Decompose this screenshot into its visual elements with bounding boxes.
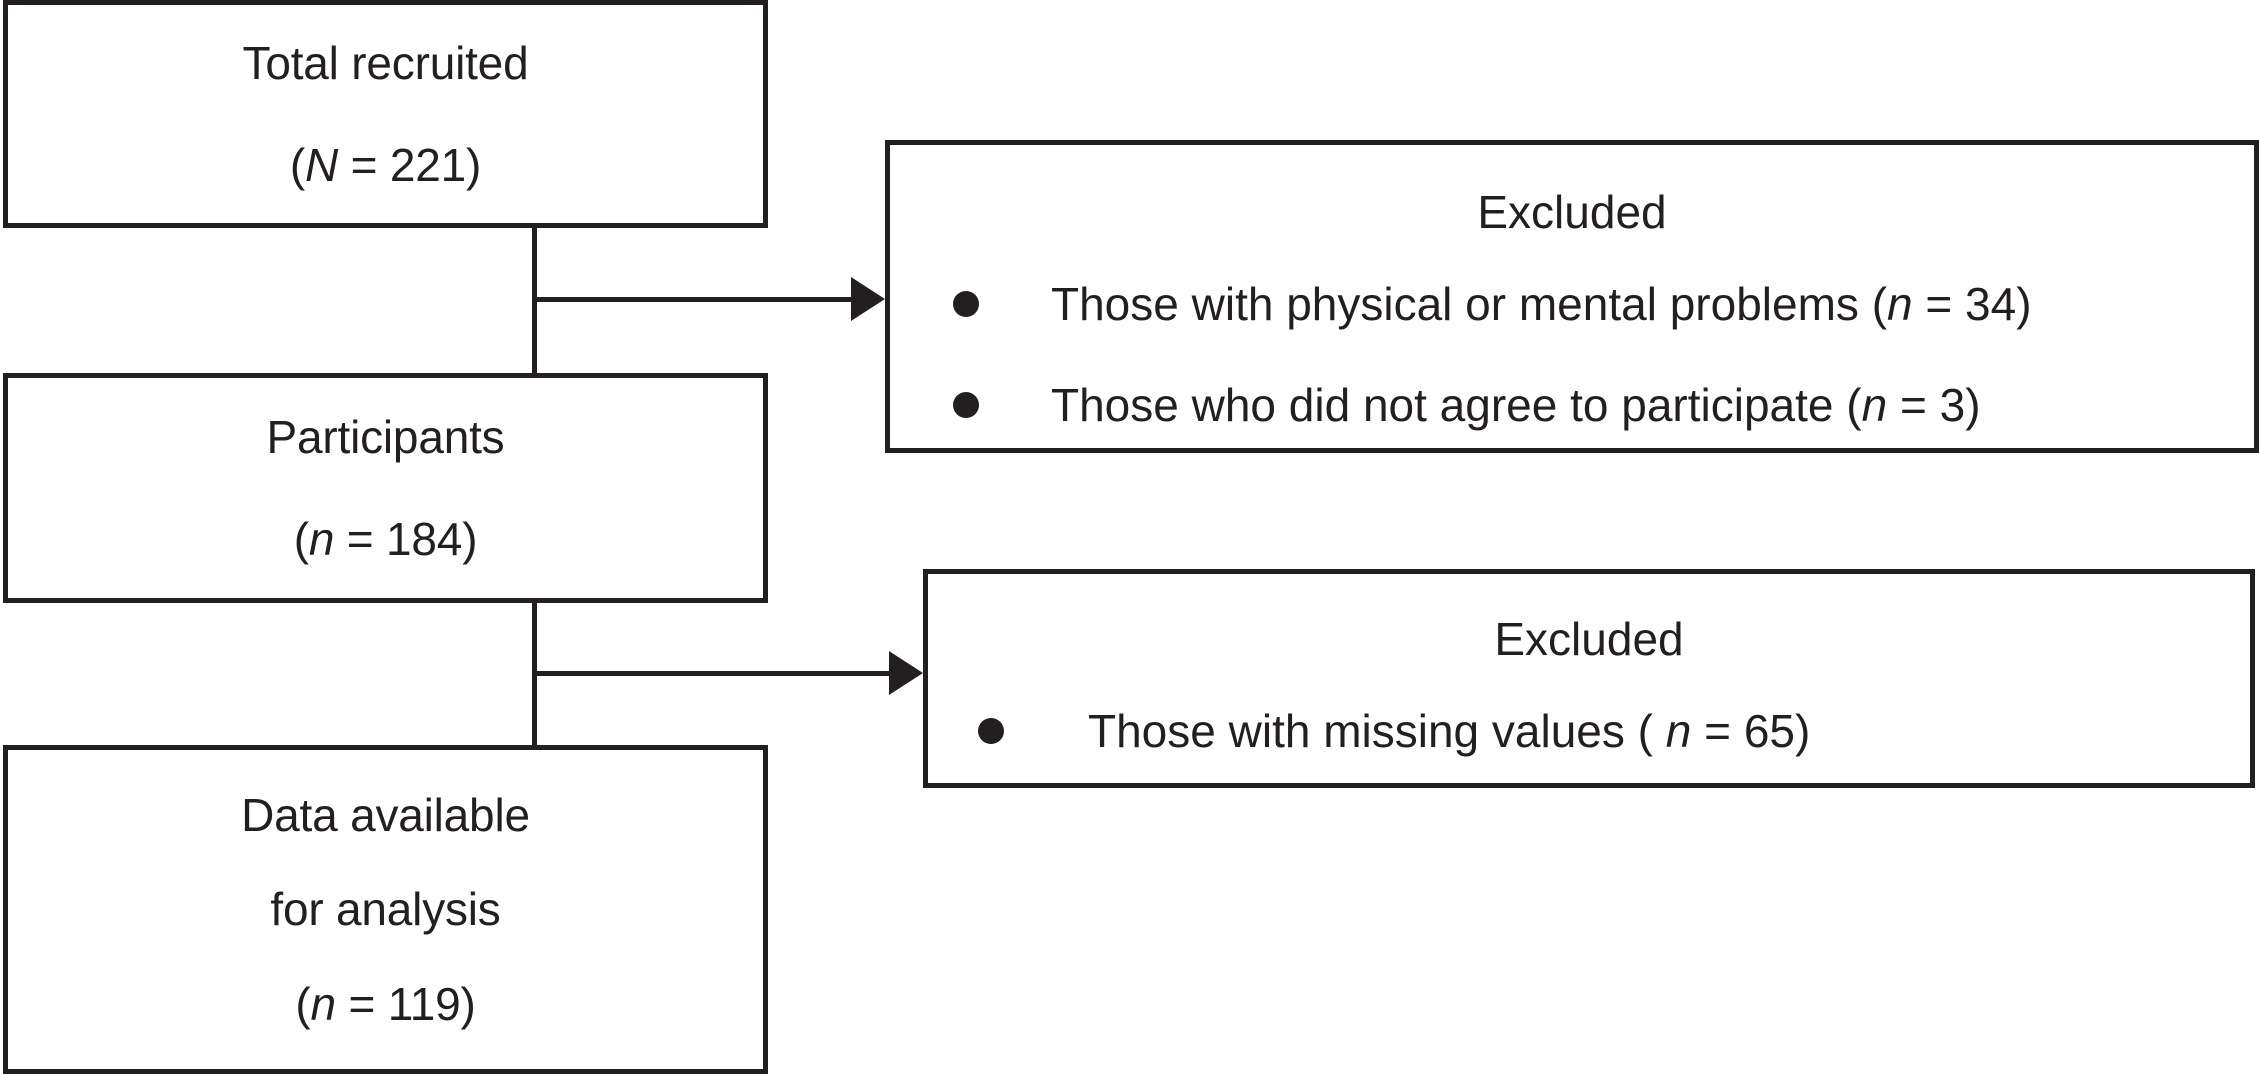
paren-close: ) (460, 977, 476, 1030)
paren-close: ) (462, 513, 478, 565)
node-excluded-1: Excluded Those with physical or mental p… (885, 140, 2259, 453)
excluded-1-item-1-text: Those who did not agree to participate (… (1051, 378, 1981, 432)
stat-symbol: N (304, 139, 339, 191)
equals-sign: = (334, 513, 387, 565)
excluded-1-item-1: Those who did not agree to participate (… (953, 378, 1981, 432)
excluded-2-item-0: Those with missing values ( n = 65) (978, 704, 1810, 758)
connector-arrowhead-2 (889, 651, 923, 695)
bullet-icon (953, 392, 979, 418)
equals-sign: = (335, 977, 388, 1030)
node-excluded-2: Excluded Those with missing values ( n =… (923, 569, 2255, 788)
equals-sign: = (1887, 379, 1940, 431)
count-value: 221 (389, 139, 466, 191)
count-value: 184 (386, 513, 463, 565)
stat-symbol: n (1887, 278, 1913, 330)
bullet-icon (978, 718, 1004, 744)
stat-symbol: n (310, 977, 337, 1030)
connector-arrowhead-1 (851, 277, 885, 321)
node-total-recruited: Total recruited (N = 221) (3, 0, 768, 228)
item-text: Those who did not agree to participate (1051, 379, 1847, 431)
excluded-2-title: Excluded (1494, 613, 1684, 665)
bullet-icon (953, 291, 979, 317)
paren-close: ) (1794, 705, 1811, 757)
paren-open: ( (1846, 379, 1862, 431)
node-participants-label: Participants (266, 410, 505, 463)
excluded-1-item-0: Those with physical or mental problems (… (953, 277, 2032, 331)
paren-close: ) (1965, 379, 1981, 431)
node-data-available-count: (n = 119) (295, 977, 476, 1030)
equals-sign: = (338, 139, 390, 191)
equals-sign: = (1691, 705, 1744, 757)
connector-vertical-1 (532, 228, 537, 376)
paren-open: ( (1637, 705, 1666, 757)
count-value: 3 (1939, 379, 1966, 431)
node-participants-count: (n = 184) (294, 515, 478, 563)
connector-horizontal-2 (532, 671, 890, 676)
paren-open: ( (289, 139, 305, 191)
node-total-recruited-count: (N = 221) (290, 141, 481, 189)
stat-symbol: n (308, 513, 335, 565)
node-total-recruited-label: Total recruited (242, 36, 529, 89)
paren-close: ) (2016, 278, 2032, 330)
paren-open: ( (295, 977, 311, 1030)
excluded-1-item-0-text: Those with physical or mental problems (… (1051, 277, 2032, 331)
connector-horizontal-1 (532, 297, 852, 302)
count-value: 65 (1743, 705, 1795, 757)
node-data-available: Data available for analysis (n = 119) (3, 745, 768, 1074)
paren-open: ( (293, 513, 309, 565)
node-participants: Participants (n = 184) (3, 373, 768, 603)
stat-symbol: n (1665, 705, 1692, 757)
item-text: Those with missing values (1088, 705, 1638, 757)
node-data-available-label-line1: Data available (241, 789, 530, 842)
count-value: 34 (1965, 278, 2017, 330)
item-text: Those with physical or mental problems (1051, 278, 1872, 330)
node-data-available-label-line2: for analysis (270, 883, 501, 936)
stat-symbol: n (1861, 379, 1888, 431)
excluded-1-title: Excluded (1477, 186, 1667, 238)
count-value: 119 (387, 977, 461, 1030)
paren-close: ) (466, 139, 482, 191)
equals-sign: = (1912, 278, 1966, 330)
excluded-2-item-0-text: Those with missing values ( n = 65) (1088, 704, 1810, 758)
paren-open: ( (1871, 278, 1888, 330)
